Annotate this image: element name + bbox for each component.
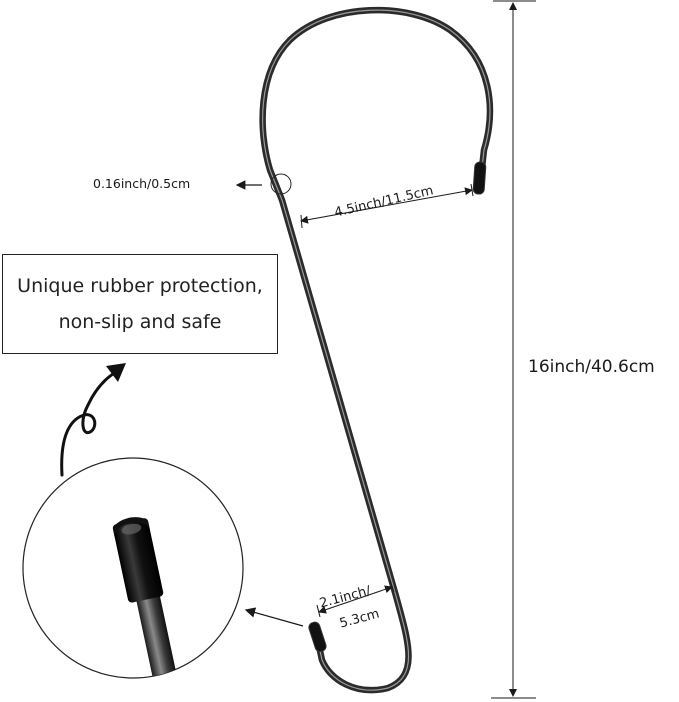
top-rubber-tip [472, 161, 487, 195]
wire-thickness-label: 0.16inch/0.5cm [93, 176, 191, 191]
top-width-dimension [300, 183, 474, 229]
wire-thickness-marker [270, 173, 292, 195]
closeup-pointer-arrow [244, 607, 304, 627]
bottom-rubber-tip [308, 621, 327, 653]
curly-arrow-icon [60, 363, 126, 477]
callout-line-1: Unique rubber protection, [17, 275, 263, 297]
callout-line-2: non-slip and safe [58, 311, 222, 333]
bottom-width-dimension [316, 579, 395, 618]
total-height-label: 16inch/40.6cm [528, 357, 655, 377]
s-hook [259, 6, 494, 694]
rubber-tip-closeup [22, 457, 244, 679]
rubber-protection-callout: Unique rubber protection, non-slip and s… [2, 254, 278, 354]
height-dimension [491, 0, 536, 699]
